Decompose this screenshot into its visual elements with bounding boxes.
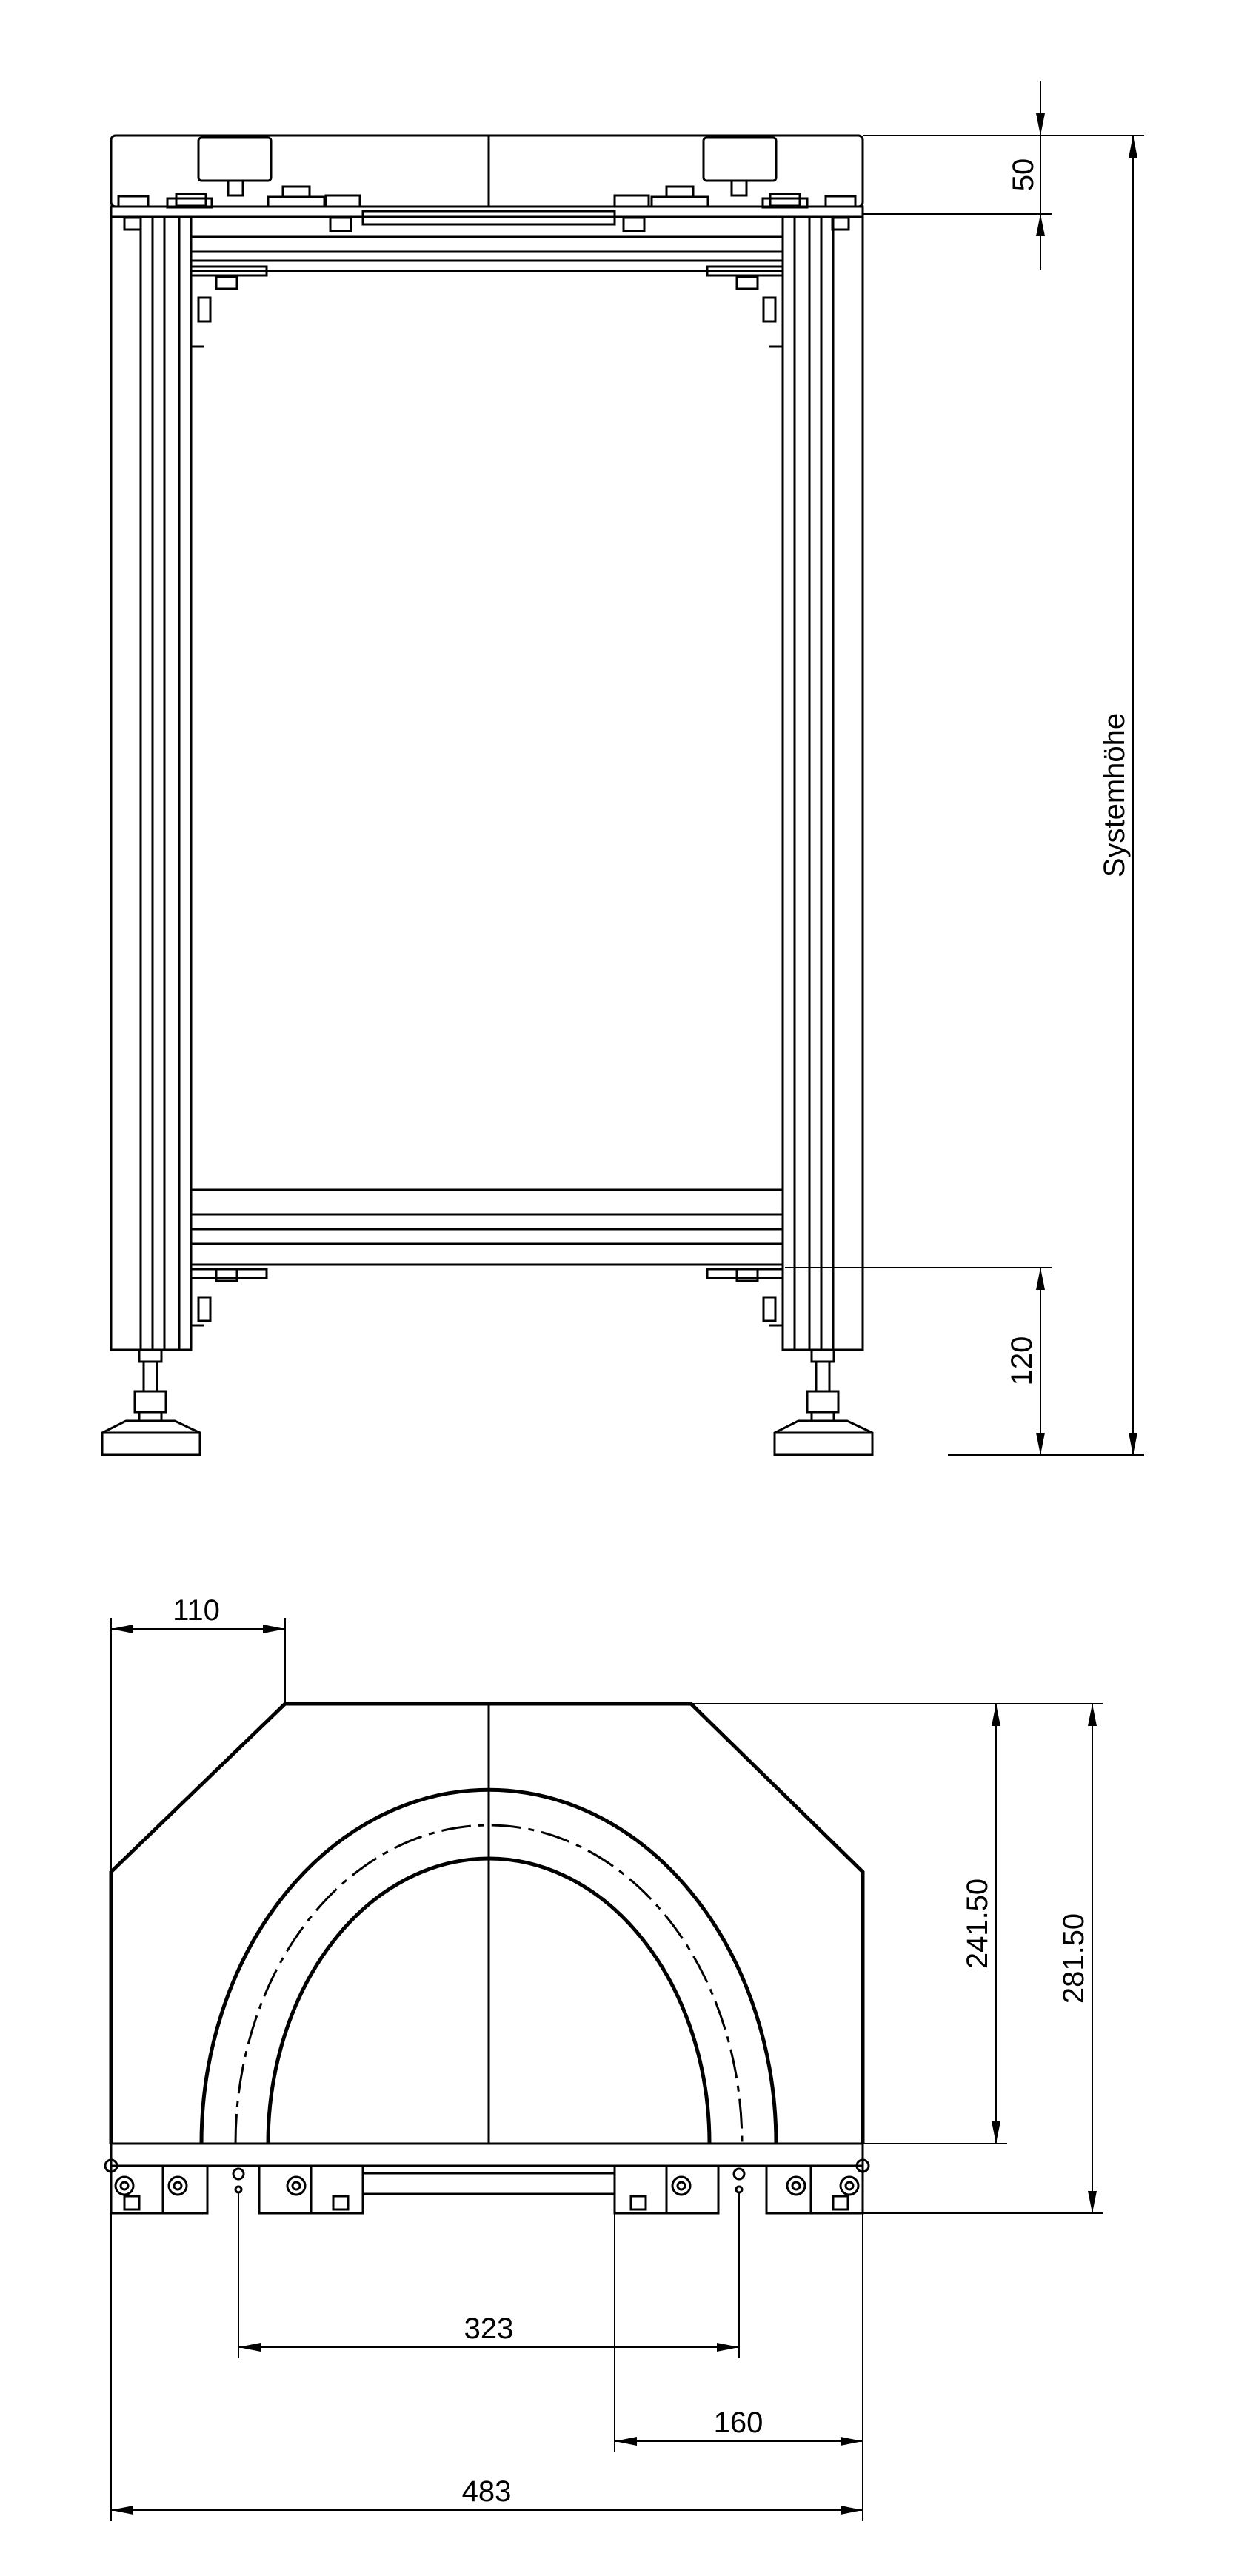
dim-label-120: 120	[1006, 1336, 1038, 1386]
top-view: 110 241.50 281.50 323 160	[104, 1594, 1103, 2521]
dim-label-483: 483	[462, 2475, 512, 2508]
foot-left	[101, 1348, 201, 1456]
dimension-system-height: Systemhöhe	[948, 136, 1144, 1456]
upper-brackets	[190, 265, 784, 348]
foot-right	[773, 1348, 874, 1456]
clamp-blocks	[110, 2164, 864, 2215]
dim-label-160: 160	[714, 2406, 763, 2439]
right-column	[781, 215, 864, 1351]
dimension-overall-height: 281.50	[863, 1704, 1103, 2214]
dimension-top-plate-height: 50	[863, 81, 1144, 270]
dimension-offset-right: 160	[614, 2213, 863, 2521]
dim-label-110: 110	[173, 1594, 220, 1627]
lower-brackets	[190, 1268, 784, 1327]
dim-label-323: 323	[464, 2312, 514, 2345]
mounting-screws	[104, 2158, 870, 2211]
dimension-foot-height: 120	[785, 1267, 1052, 1455]
dimension-inner-height: 241.50	[691, 1703, 1103, 2144]
arch-inner	[266, 1856, 712, 2144]
top-mount-left	[117, 136, 361, 232]
dim-label-281-50: 281.50	[1057, 1913, 1090, 2004]
inner-frame	[190, 271, 784, 1190]
dimension-arc-span: 323	[238, 2192, 740, 2358]
top-mount-right	[613, 136, 857, 232]
front-view: 50 Systemhöhe 120	[101, 81, 1144, 1456]
arch-outer	[199, 1787, 778, 2144]
top-plate	[110, 134, 864, 226]
bottom-crossbar	[191, 1188, 783, 1266]
dim-label-systemhoehe: Systemhöhe	[1098, 713, 1131, 877]
base-plate-outline	[109, 1702, 865, 2167]
dimension-overall-width: 483	[110, 2213, 863, 2521]
top-crossbar	[191, 235, 783, 272]
left-column	[110, 215, 193, 1351]
dim-label-50: 50	[1007, 158, 1040, 192]
arch-centerline	[234, 1824, 744, 2144]
dim-label-241-50: 241.50	[961, 1879, 994, 1969]
dimension-chamfer-width: 110	[110, 1594, 286, 1872]
